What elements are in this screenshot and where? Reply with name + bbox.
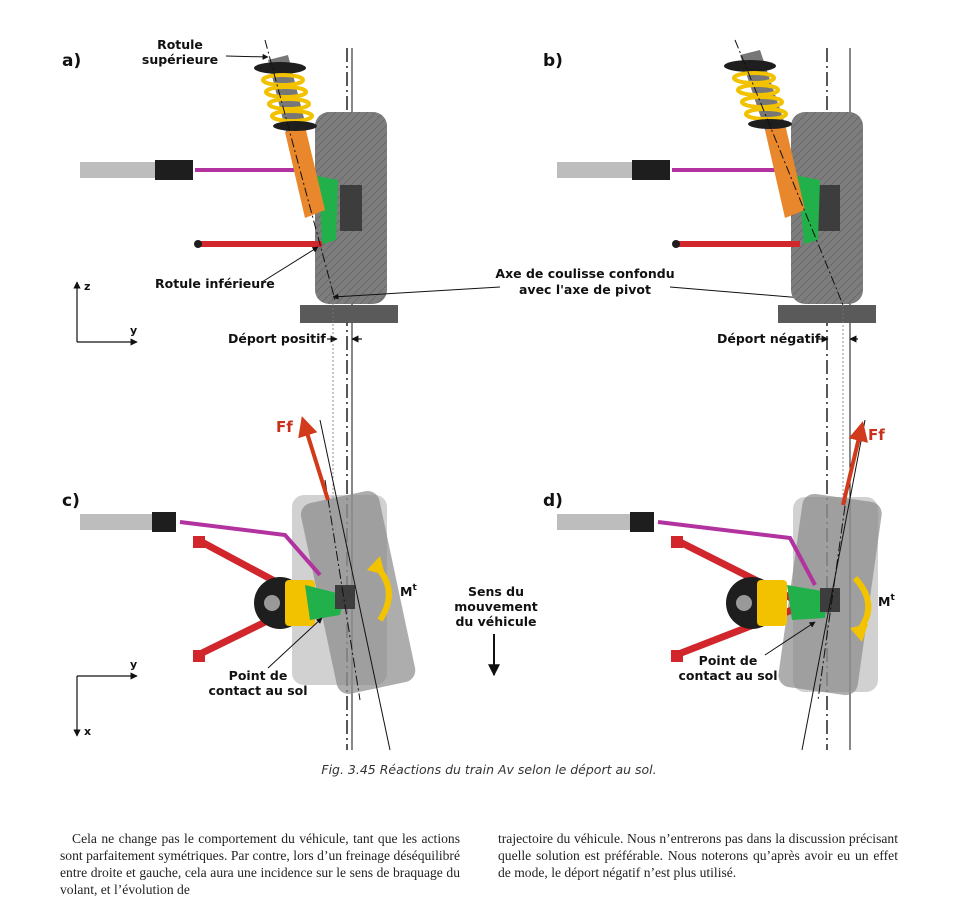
ff-arrow-c	[298, 416, 330, 501]
label-sens-2: mouvement	[454, 599, 538, 614]
axis-y-label-bottom: y	[130, 658, 137, 671]
label-ff-c: Ff	[276, 418, 293, 436]
panel-c: c) Ff Mt Point de contact au sol	[62, 416, 417, 751]
label-sens-3: du véhicule	[455, 614, 536, 629]
label-deport-negatif: Déport négatif	[717, 331, 821, 346]
panel-label-c: c)	[62, 491, 80, 511]
label-deport-positif: Déport positif	[228, 331, 326, 346]
spring-a	[254, 62, 317, 131]
label-contact-d-1: Point de	[699, 653, 758, 668]
axis-y-label-top: y	[130, 324, 137, 337]
drive-shaft-a	[80, 162, 160, 178]
axis-x-label: x	[84, 725, 91, 738]
panel-d: d) Ff Mt Point de contact au sol	[543, 419, 895, 751]
label-contact-c-2: contact au sol	[208, 683, 307, 698]
knuckle-d	[787, 585, 828, 620]
label-mt-d: Mt	[878, 593, 895, 609]
panel-label-b: b)	[543, 51, 563, 71]
pivot-axis-a	[264, 39, 336, 301]
axes-yx: y x	[73, 658, 138, 738]
figure-caption: Fig. 3.45 Réactions du train Av selon le…	[321, 762, 657, 777]
tie-rod-d	[657, 520, 817, 586]
panel-label-a: a)	[62, 51, 81, 71]
label-axe-2: avec l'axe de pivot	[519, 282, 651, 297]
label-rotule-sup-2: supérieure	[142, 52, 218, 67]
cv-boot-a	[155, 160, 193, 180]
suspension-figure: a) Rotule supér	[62, 37, 895, 751]
ground-block-b	[778, 305, 876, 323]
label-contact-d-2: contact au sol	[678, 668, 777, 683]
cv-boot-b	[632, 160, 670, 180]
drive-shaft-d	[557, 514, 635, 530]
body-text-left: Cela ne change pas le comportement du vé…	[60, 831, 460, 897]
hub-b	[818, 185, 840, 231]
label-rotule-sup-1: Rotule	[157, 37, 203, 52]
hub-a	[340, 185, 362, 231]
label-mt-c: Mt	[400, 583, 417, 599]
strut-b	[765, 124, 805, 218]
cv-boot-c	[152, 512, 176, 532]
label-sens-1: Sens du	[468, 584, 524, 599]
ff-arrow-d	[841, 421, 869, 506]
label-rotule-inf: Rotule inférieure	[155, 276, 275, 291]
label-contact-c-1: Point de	[229, 668, 288, 683]
panel-a: a) Rotule supér	[62, 37, 398, 750]
axes-zy: z y	[73, 280, 138, 346]
drive-shaft-b	[557, 162, 637, 178]
ground-block-a	[300, 305, 398, 323]
label-ff-d: Ff	[868, 426, 885, 444]
spring-b	[724, 60, 792, 129]
label-axe-1: Axe de coulisse confondu	[495, 266, 674, 281]
wheel-axis-c	[319, 419, 391, 751]
strut-a	[285, 126, 325, 218]
cv-boot-d	[630, 512, 654, 532]
motion-direction: Sens du mouvement du véhicule	[454, 584, 538, 677]
pivot-axis-b	[734, 39, 844, 306]
tire-steered-c	[300, 491, 416, 694]
body-text-right: trajectoire du véhicule. Nous n’entreron…	[498, 831, 898, 880]
axis-z-label: z	[84, 280, 90, 293]
tie-rod-c	[179, 520, 322, 577]
panel-label-d: d)	[543, 491, 563, 511]
drive-shaft-c	[80, 514, 158, 530]
